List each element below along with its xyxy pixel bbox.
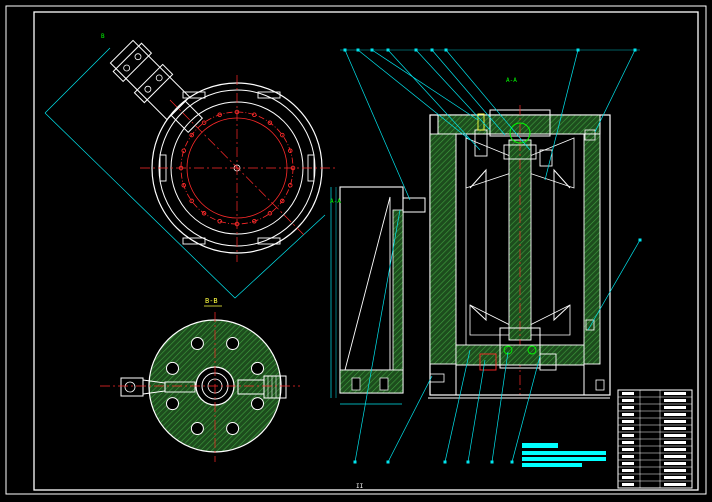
top-bolt-hole	[280, 198, 285, 204]
title-block-text	[664, 483, 686, 486]
title-block-text	[622, 406, 634, 409]
title-block-text	[622, 469, 634, 472]
title-block-text	[622, 413, 634, 416]
section-b-bolt-hole	[166, 397, 180, 411]
technical-notes	[522, 443, 606, 467]
title-block-text	[622, 392, 634, 395]
leader-line	[511, 355, 541, 463]
section-b-title: B-B	[205, 297, 218, 305]
top-bolt-hole	[252, 112, 257, 117]
leader-line	[444, 349, 471, 463]
side-view-marker: A-A	[330, 198, 341, 205]
section-b-bolt-hole	[190, 421, 204, 435]
top-bolt-hole	[280, 132, 285, 138]
title-block	[617, 389, 693, 489]
leader-lines	[340, 48, 642, 464]
section-b-bolt-hole	[250, 397, 264, 411]
title-block-text	[664, 476, 686, 479]
title-block-text	[664, 462, 686, 465]
title-block-text	[622, 399, 634, 402]
title-block-text	[664, 455, 686, 458]
view-marker-top: B	[101, 33, 105, 40]
clamp-handle	[109, 39, 204, 134]
title-block-text	[622, 448, 634, 451]
leader-line	[544, 49, 579, 181]
section-b-bolt-hole	[190, 337, 204, 351]
title-block-text	[664, 413, 686, 416]
title-block-text	[664, 399, 686, 402]
title-block-text	[622, 427, 634, 430]
section-b-bolt-holes	[166, 337, 264, 435]
section-b-bolt-hole	[226, 421, 240, 435]
top-bolt-hole	[217, 112, 222, 117]
leader-line	[587, 239, 641, 331]
leader-line	[344, 49, 411, 201]
balloon-marker	[353, 460, 357, 464]
balloon-marker	[490, 460, 494, 464]
title-block-text	[664, 434, 686, 437]
title-block-text	[664, 427, 686, 430]
frame-mark: II	[356, 483, 364, 490]
section-b-bolt-hole	[250, 361, 264, 375]
title-block-text	[622, 462, 634, 465]
top-bolt-hole	[267, 120, 273, 125]
balloon-marker	[638, 238, 642, 242]
leader-line	[491, 351, 509, 463]
top-bolt-hole	[201, 211, 207, 216]
leader-line	[415, 49, 491, 131]
section-b-bolt-hole	[226, 337, 240, 351]
title-block-text	[664, 420, 686, 423]
leader-line	[387, 375, 433, 463]
balloon-marker	[510, 460, 514, 464]
leader-line	[467, 359, 486, 463]
section-a-title: A-A	[506, 77, 517, 84]
drawing-frame: II	[5, 5, 707, 495]
title-block-text	[664, 448, 686, 451]
leader-line	[431, 49, 506, 136]
title-block-text	[622, 483, 634, 486]
section-b-view: B-B	[100, 297, 300, 462]
top-bolt-hole	[201, 120, 207, 125]
leader-line	[594, 49, 636, 133]
top-bolt-hole	[288, 148, 293, 153]
top-bolt-hole	[189, 132, 194, 138]
balloon-marker	[466, 460, 470, 464]
top-bolt-hole	[288, 183, 293, 188]
title-block-text	[664, 469, 686, 472]
main-section-view: A-A	[428, 77, 611, 399]
top-bolt-hole	[181, 183, 186, 188]
title-block-text	[664, 441, 686, 444]
top-bolt-hole	[252, 219, 257, 224]
top-bolt-hole	[217, 219, 222, 224]
title-block-text	[622, 441, 634, 444]
top-bolt-hole	[189, 198, 194, 204]
section-b-bolt-hole	[166, 361, 180, 375]
title-block-text	[664, 392, 686, 395]
title-block-text	[622, 434, 634, 437]
leader-line	[371, 49, 479, 121]
leader-line	[357, 49, 471, 141]
title-block-text	[664, 406, 686, 409]
leader-line	[445, 49, 531, 151]
leader-line	[387, 49, 481, 151]
top-view: B	[44, 33, 335, 299]
title-block-text	[622, 420, 634, 423]
top-bolt-hole	[181, 148, 186, 153]
title-block-text	[622, 455, 634, 458]
title-block-text	[622, 476, 634, 479]
side-view: A-A	[330, 186, 426, 405]
balloon-marker	[443, 460, 447, 464]
balloon-marker	[386, 460, 390, 464]
leader-line	[354, 209, 401, 463]
top-bolt-hole	[267, 211, 273, 216]
